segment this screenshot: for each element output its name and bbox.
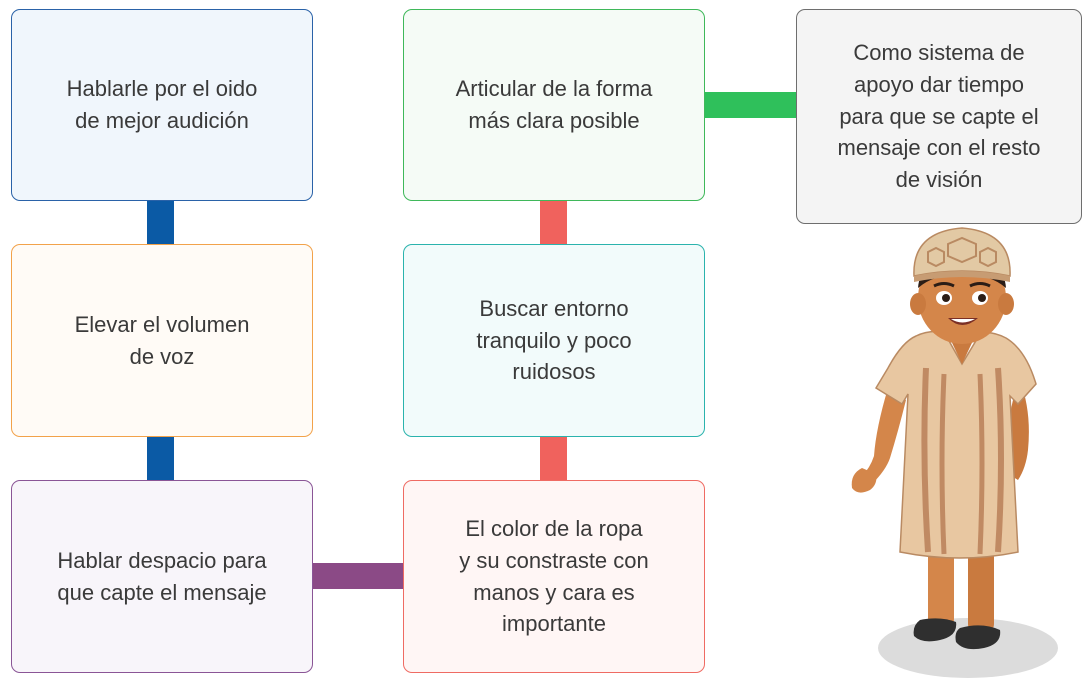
left-pupil <box>942 294 950 302</box>
box-color-ropa: El color de la ropa y su constraste con … <box>403 480 705 673</box>
right-leg <box>968 548 994 633</box>
box-text: Articular de la forma más clara posible <box>455 76 653 133</box>
tunic-stripe <box>977 373 985 555</box>
right-brow <box>969 282 991 288</box>
box-text: Como sistema de apoyo dar tiempo para qu… <box>837 39 1041 193</box>
box-text: Elevar el volumen de voz <box>74 311 250 369</box>
hat-band <box>914 271 1010 282</box>
hat-pattern <box>927 246 945 268</box>
left-arm <box>862 388 906 484</box>
connector-b4-b7 <box>703 92 797 118</box>
right-pupil <box>978 294 986 302</box>
right-shoe <box>955 625 1001 650</box>
child-illustration <box>851 227 1058 678</box>
connector-b1-b2 <box>147 200 174 245</box>
left-shoe <box>913 618 957 642</box>
box-hablarle-oido: Hablarle por el oido de mejor audición <box>11 9 313 201</box>
left-ear <box>910 293 926 315</box>
tunic-stripe <box>921 367 931 553</box>
box-articular: Articular de la forma más clara posible <box>403 9 705 201</box>
connector-b3-b6 <box>312 563 404 589</box>
connector-b2-b3 <box>147 436 174 481</box>
connector-b5-b6 <box>540 436 567 481</box>
connector-b4-b5 <box>540 200 567 245</box>
box-text: El color de la ropa y su constraste con … <box>459 515 649 637</box>
tunic-stripe <box>939 373 947 555</box>
box-hablar-despacio: Hablar despacio para que capte el mensaj… <box>11 480 313 673</box>
left-brow <box>933 282 955 288</box>
left-hand <box>851 468 877 493</box>
right-ear <box>998 293 1014 315</box>
teeth <box>951 319 975 323</box>
box-text: Buscar entorno tranquilo y poco ruidosos <box>476 295 632 385</box>
box-sistema-apoyo: Como sistema de apoyo dar tiempo para qu… <box>796 9 1082 224</box>
box-buscar-entorno: Buscar entorno tranquilo y poco ruidosos <box>403 244 705 437</box>
box-text: Hablar despacio para que capte el mensaj… <box>57 547 267 605</box>
hat-pattern <box>979 246 997 268</box>
tunic-stripe <box>995 367 1004 553</box>
box-elevar-volumen: Elevar el volumen de voz <box>11 244 313 437</box>
hat-pattern <box>947 236 977 264</box>
left-leg <box>928 548 954 628</box>
tunic <box>874 330 1037 559</box>
box-text: Hablarle por el oido de mejor audición <box>66 76 258 133</box>
